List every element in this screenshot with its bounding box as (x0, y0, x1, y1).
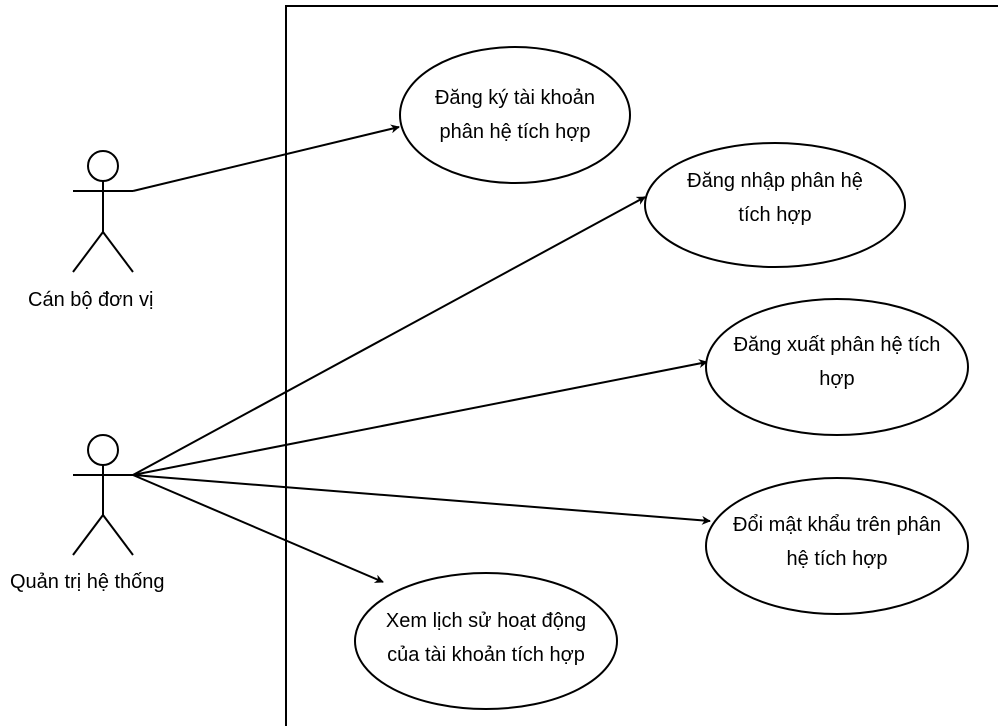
use-case-dang-nhap-ellipse (644, 142, 906, 268)
use-case-dang-nhap: Đăng nhập phân hệ tích hợp (687, 170, 863, 226)
use-case-doi-mat-khau-ellipse (705, 477, 969, 615)
association-quan-tri-doi-mat-khau (132, 474, 711, 525)
use-case-doi-mat-khau: Đổi mật khẩu trên phân hệ tích hợp (733, 514, 941, 570)
use-case-dang-xuat: Đăng xuất phân hệ tích hợp (733, 334, 941, 390)
use-case-dang-ky: Đăng ký tài khoản phân hệ tích hợp (434, 87, 596, 143)
use-case-xem-lich-su: Xem lịch sử hoạt động của tài khoản tích… (385, 610, 587, 666)
actor-quan-tri-label: Quản trị hệ thống (10, 571, 165, 593)
use-case-dang-xuat-ellipse (705, 298, 969, 436)
actor-can-bo-label: Cán bộ đơn vị (28, 289, 154, 311)
system-boundary (285, 5, 998, 726)
association-quan-tri-dang-xuat (132, 359, 708, 476)
association-quan-tri-xem-lich-su (132, 474, 384, 583)
actor-quan-tri-figure (72, 434, 134, 556)
actor-can-bo-figure (72, 150, 134, 273)
association-can-bo-dang-ky (132, 124, 400, 192)
association-lines (132, 124, 711, 583)
association-quan-tri-dang-nhap (132, 196, 646, 476)
use-case-xem-lich-su-ellipse (354, 572, 618, 710)
use-case-dang-ky-ellipse (399, 46, 631, 184)
